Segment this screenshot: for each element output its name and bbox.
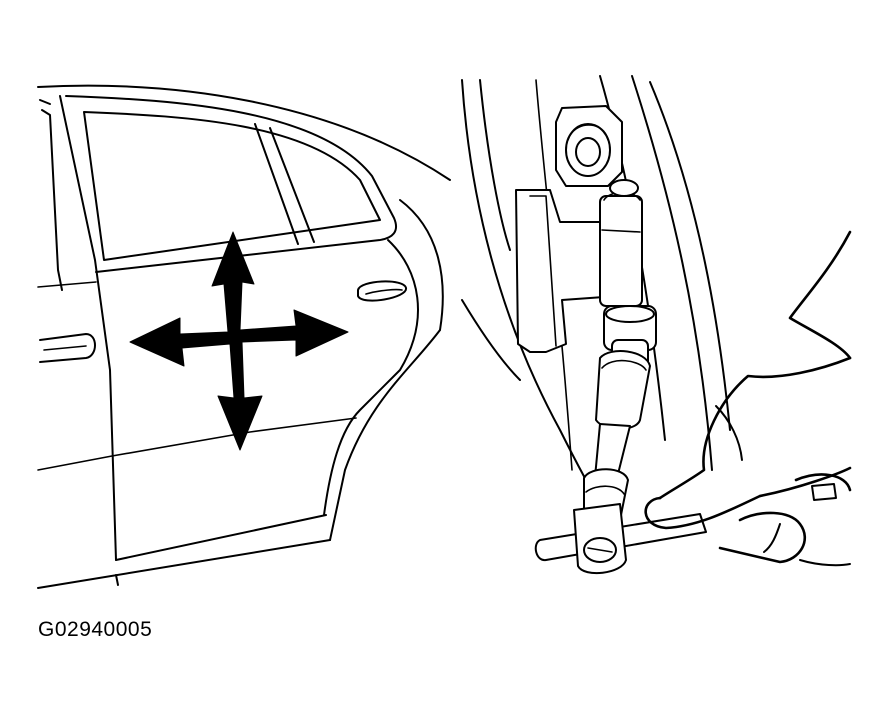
jamb-curve-3 [461,299,521,381]
front-door-handle-slot [43,345,87,351]
socket-wrench [534,350,707,575]
hand-curled-fingers [718,511,807,564]
wrench-socket [595,350,651,430]
hand-holding-wrench [644,230,852,567]
hinge-pin-cap [609,179,639,197]
jamb-curve-2 [479,79,511,251]
hand-crease-2 [763,523,781,553]
rear-door-handle-slot [365,288,403,295]
rear-door-handle [357,280,407,302]
lower-bolt-collar-top [605,305,655,323]
window-division-bar-2 [269,127,315,243]
hand-index-finger [644,494,762,530]
body-character-line-upper [37,281,97,288]
four-way-adjustment-arrow [129,231,349,451]
rear-quarter-panel [399,199,444,331]
front-door-edge [41,109,63,291]
car-roof-line [37,84,451,181]
hand-wrist [799,559,851,567]
hand-fingernail [811,483,837,501]
hand-knuckles [794,473,852,492]
door-front-edge-inner [39,99,51,105]
hinge-plate [515,189,619,353]
rear-quarter-panel-2 [329,329,441,541]
hinge-knuckle-seam [601,229,641,233]
hinge-knuckle [599,195,643,307]
front-door-handle [39,333,96,363]
door-front-edge [59,95,117,561]
wrench-handle-end-slot [587,547,613,553]
car-rear-door-drawing [37,84,451,589]
rocker-panel-lower [115,574,119,586]
bolt-top-shank [575,137,601,167]
wrench-swivel-joint-ring [585,485,625,495]
door-window-glass [83,111,381,261]
bolt-top-head-rim [567,124,609,141]
hand-outline [788,230,852,360]
door-rear-edge [323,239,419,516]
wrench-socket-rim [601,359,647,371]
door-bottom-edge [115,514,327,561]
jamb-curve-6 [649,81,731,431]
adjustment-arrow-shape [129,231,349,451]
figure-code-label: G02940005 [38,618,153,641]
door-window-frame [65,95,398,273]
door-hinge-detail [461,75,731,521]
hinge-bolt-top [555,105,623,187]
hand-palm [658,356,852,500]
body-character-line-lower [37,417,357,471]
hinge-plate-fold [529,195,557,347]
hand-crease-1 [715,405,743,461]
rocker-panel [37,539,331,589]
jamb-curve-5 [631,75,713,471]
hand-thumb [758,466,852,498]
window-division-bar [254,123,299,245]
